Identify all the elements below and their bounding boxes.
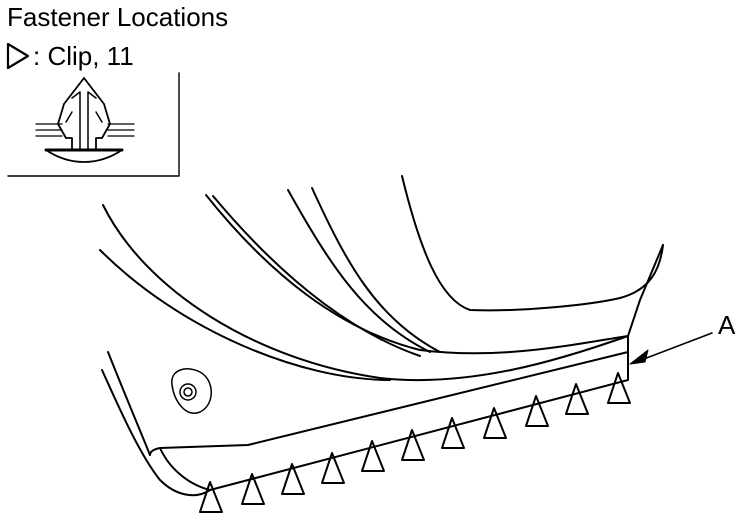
panel-upper-edge-1 [102,204,629,382]
panel-upper-edge-2 [99,249,391,381]
clip-marker-5 [361,440,385,472]
panel-inner-edge-4 [311,187,441,353]
callout-label-a: A [718,310,736,340]
door-trim-panel [99,175,664,497]
clip-head [45,149,123,163]
page-title: Fastener Locations [7,2,229,32]
clip-marker-3 [281,463,305,495]
panel-inner-edge-1 [205,194,629,355]
lower-strip-inner [159,447,211,491]
triangle-outline-icon [6,42,30,70]
clip-marker-11 [607,372,631,404]
clip-marker-2 [241,473,265,505]
panel-inner-edge-3 [287,189,431,353]
lower-strip-top [149,351,629,456]
callout-a-leader [629,332,713,365]
panel-left-inner [107,351,151,456]
clip-marker-1 [199,481,223,513]
clip-markers [199,372,631,513]
clip-shank [57,77,111,151]
panel-right-edge [627,244,664,353]
panel-window-curve [401,175,664,312]
lower-strip-bottom [209,351,629,491]
clip-marker-4 [321,452,345,484]
inset-frame [7,72,180,177]
panel-left-edge [101,369,211,497]
panel-inner-edge-2 [212,195,421,357]
clip-marker-9 [525,395,549,427]
legend-text: : Clip, 11 [33,41,134,71]
bolt-grommet [171,368,212,414]
legend: : Clip, 11 [5,40,134,72]
clip-marker-10 [565,383,589,415]
clip-detail-inset [7,72,180,177]
clip-marker-8 [483,407,507,439]
clip-marker-7 [441,417,465,449]
clip-marker-6 [401,429,425,461]
